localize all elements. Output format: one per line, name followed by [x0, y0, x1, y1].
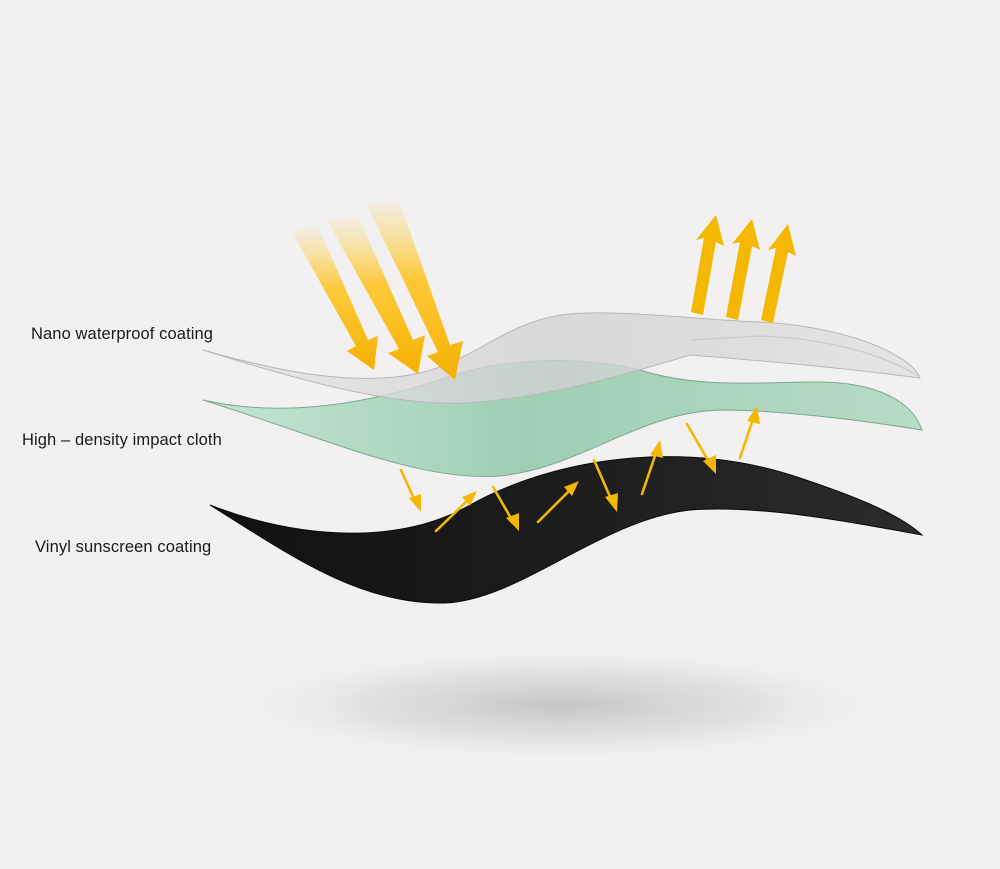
impact-cloth-mesh	[203, 360, 922, 477]
internal-reflection-arrow-icon	[685, 422, 716, 474]
sunlight-arrow-icon	[328, 212, 425, 374]
label-vinyl-sunscreen-coating: Vinyl sunscreen coating	[35, 538, 212, 556]
reflected-arrow-icon	[726, 219, 760, 320]
label-nano-waterproof-coating: Nano waterproof coating	[31, 325, 214, 343]
sunlight-arrow-icon	[367, 195, 463, 380]
internal-reflection-arrow-icon	[640, 440, 663, 496]
internal-reflection-arrow-icon	[536, 481, 579, 524]
internal-reflection-arrow-icon	[434, 491, 477, 533]
vinyl-sunscreen-layer	[209, 456, 924, 604]
sunlight-arrow-icon	[292, 222, 378, 370]
internal-reflection-arrow-icon	[592, 458, 618, 512]
internal-reflection-arrow-icon	[738, 406, 760, 460]
internal-reflection-arrow-icon	[491, 485, 519, 531]
nano-waterproof-edge	[689, 335, 919, 377]
reflected-arrow-icon	[691, 215, 724, 315]
internal-reflection-arrow-icon	[399, 468, 421, 512]
reflected-arrow-icon	[761, 224, 796, 323]
ground-shadow	[220, 647, 900, 763]
label-high-density-impact-cloth: High – density impact cloth	[22, 431, 222, 449]
